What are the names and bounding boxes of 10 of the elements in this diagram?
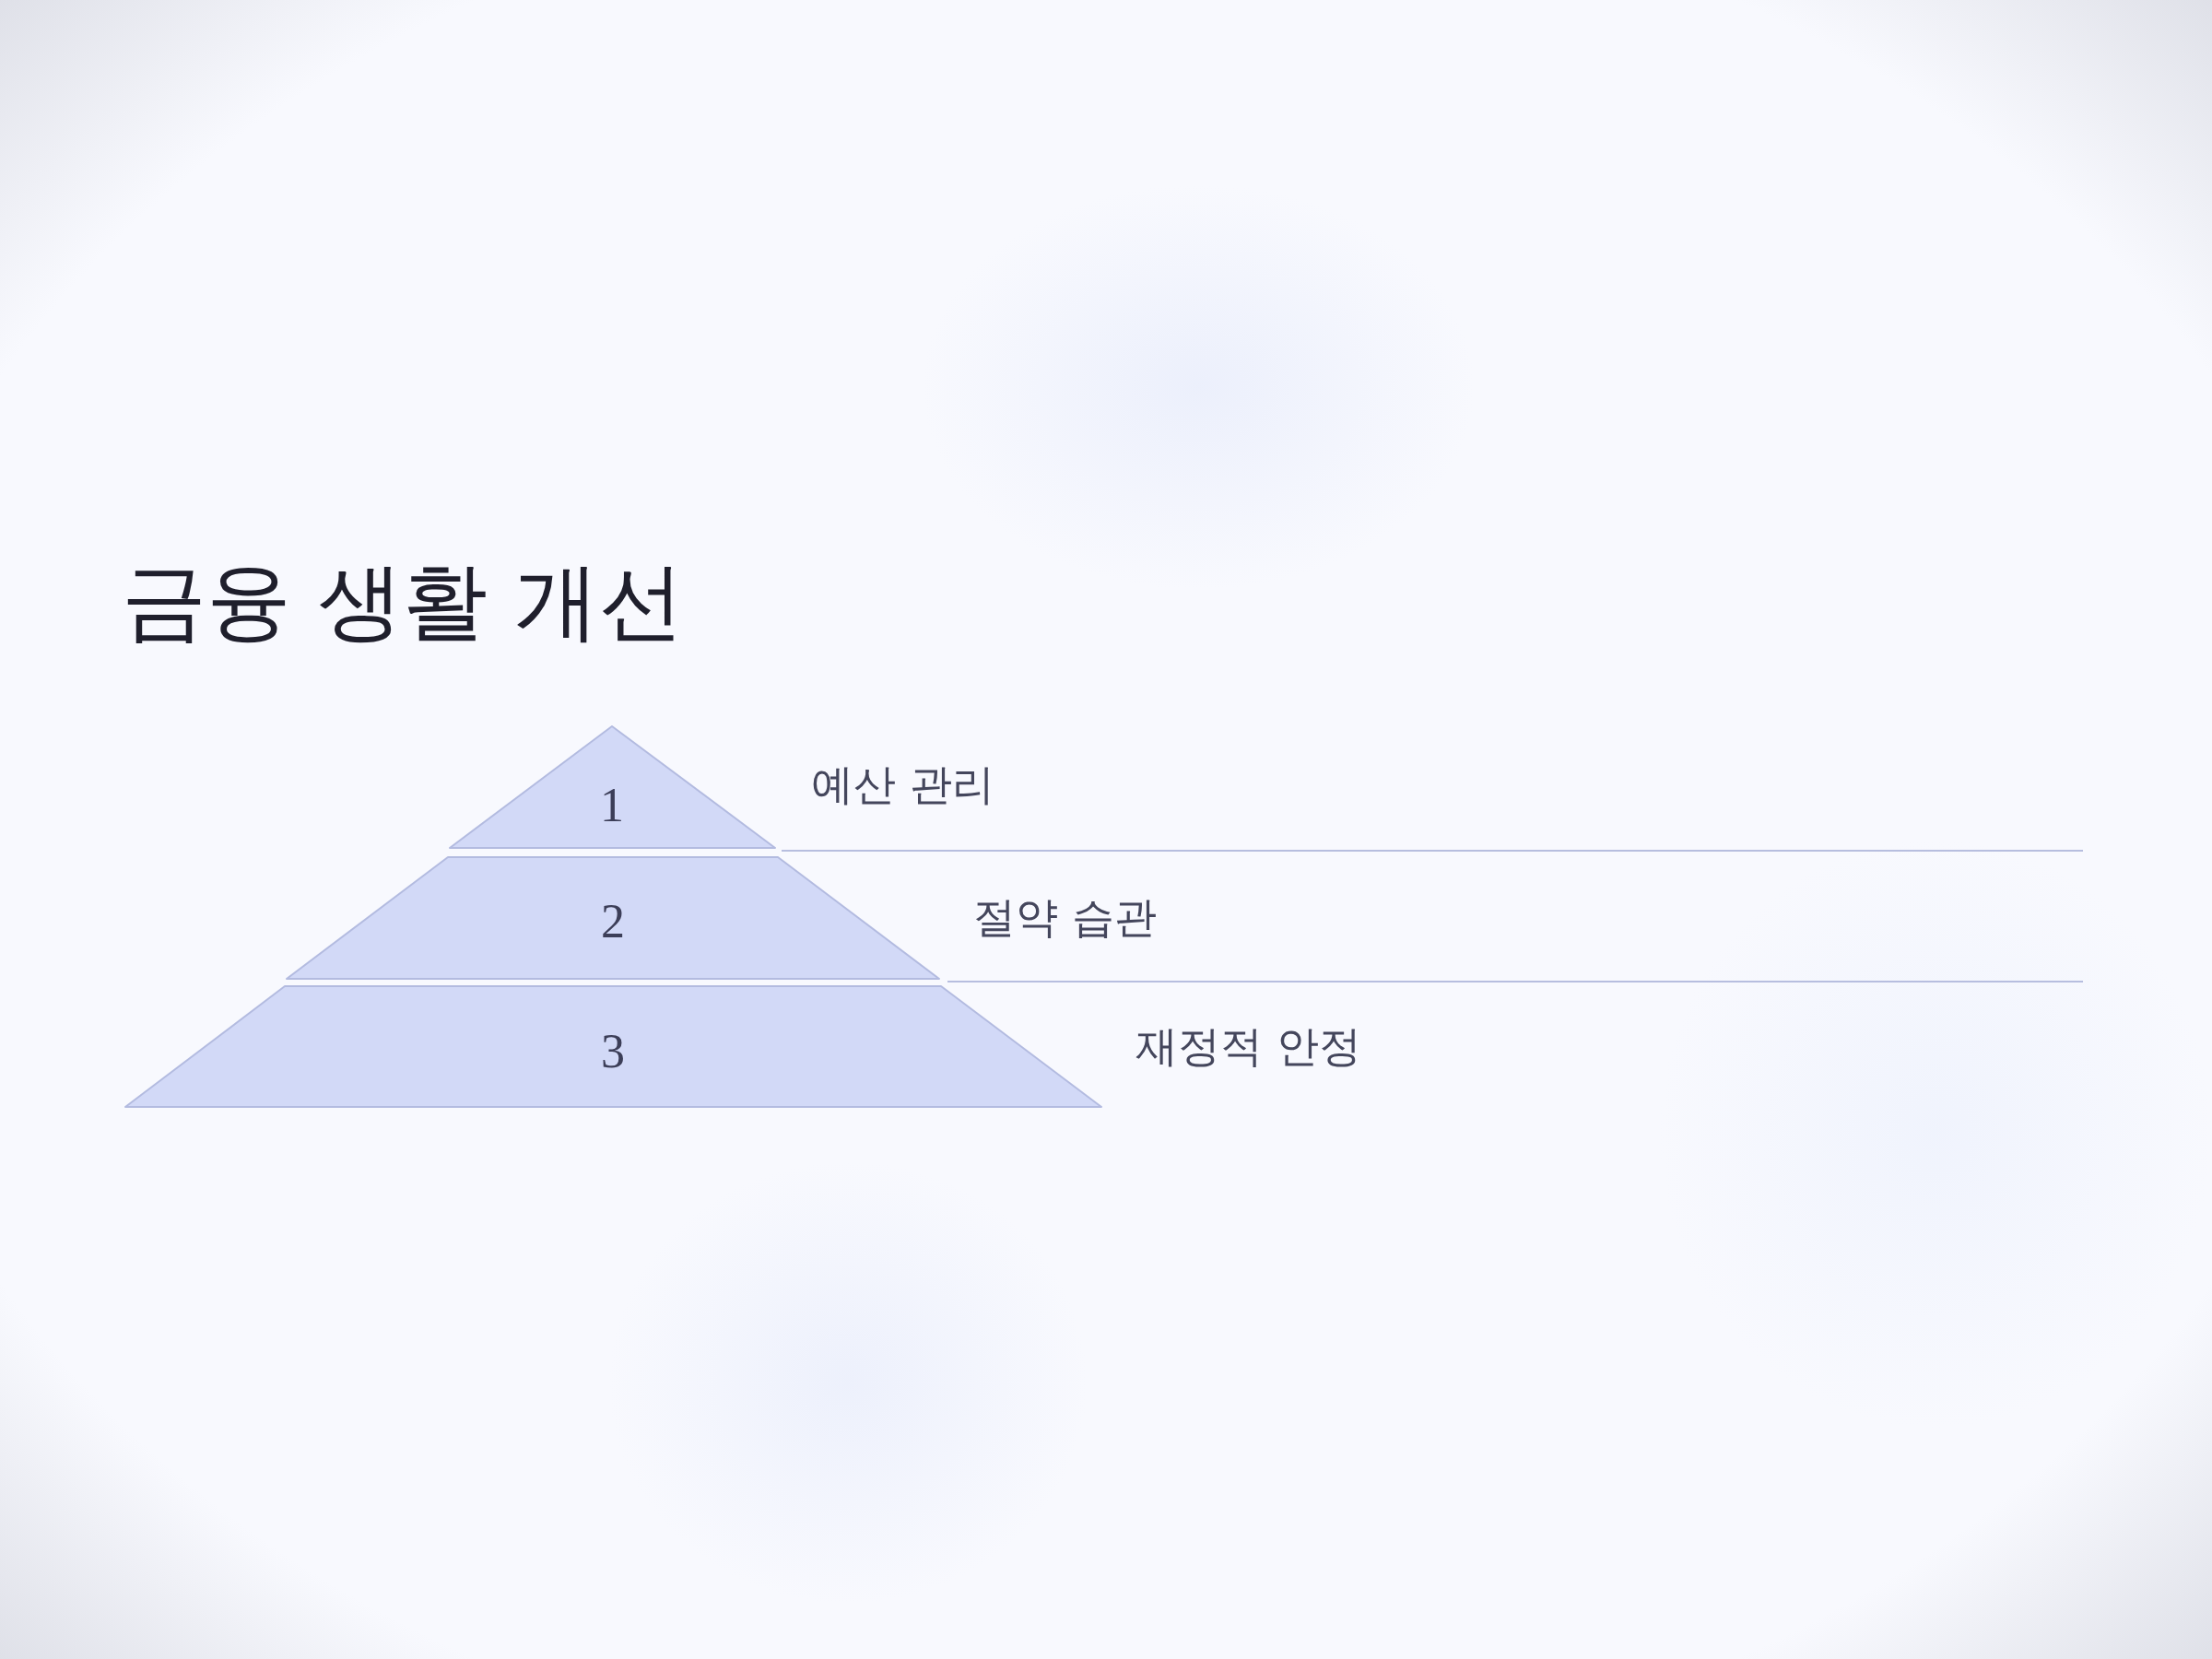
layer-number: 1 bbox=[600, 782, 624, 830]
title: 금융 생활 개선 bbox=[122, 551, 685, 653]
layer-label: 재정적 안정 bbox=[1135, 1021, 1361, 1073]
layer-number: 2 bbox=[601, 898, 625, 946]
layer-label: 예산 관리 bbox=[811, 759, 994, 811]
pyramid-layer bbox=[125, 986, 1101, 1107]
layer-label: 절약 습관 bbox=[973, 892, 1157, 944]
pyramid-layer bbox=[450, 726, 775, 848]
pyramid-layer bbox=[287, 857, 939, 979]
layer-number: 3 bbox=[601, 1028, 625, 1076]
